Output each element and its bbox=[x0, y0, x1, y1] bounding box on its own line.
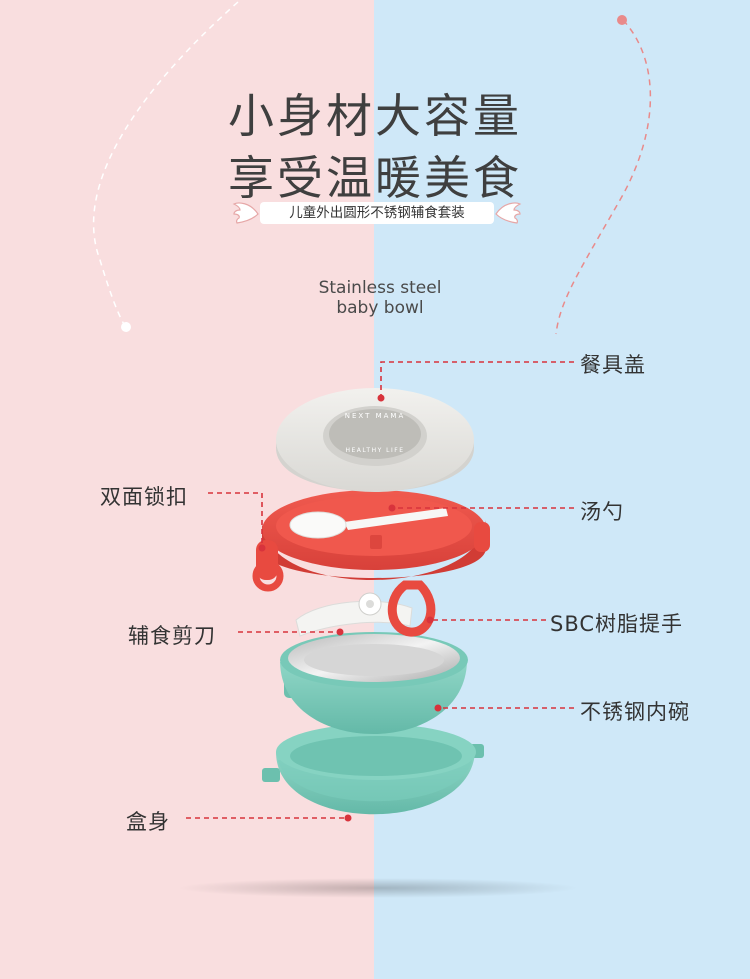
callout-spoon: 汤勺 bbox=[580, 500, 624, 524]
callout-scissors: 辅食剪刀 bbox=[128, 624, 216, 648]
background-blue bbox=[374, 0, 750, 979]
wing-left-icon bbox=[232, 202, 259, 224]
headline-line-2: 享受温暖美食 bbox=[228, 151, 522, 205]
lid-center-text: HEALTHY LIFE bbox=[345, 447, 404, 454]
spoon bbox=[289, 508, 448, 539]
callout-handle: SBC树脂提手 bbox=[550, 612, 684, 636]
product-name-line-1: Stainless steel bbox=[318, 278, 442, 298]
double-lock-ring bbox=[252, 490, 490, 637]
callout-lid: 餐具盖 bbox=[580, 353, 646, 377]
box-body bbox=[262, 724, 484, 815]
callout-box-body: 盒身 bbox=[126, 810, 170, 834]
product-name-line-2: baby bowl bbox=[336, 298, 424, 318]
subtitle-banner: 儿童外出圆形不锈钢辅食套装 bbox=[232, 198, 522, 228]
callout-dots bbox=[258, 394, 442, 822]
callout-double-lock: 双面锁扣 bbox=[100, 485, 188, 509]
callout-leaders bbox=[186, 361, 574, 819]
headline-line-1: 小身材大容量 bbox=[228, 89, 522, 143]
lid-ring-text: NEXT MAMA bbox=[345, 412, 406, 420]
food-scissors bbox=[295, 592, 413, 637]
tableware-lid: NEXT MAMA HEALTHY LIFE bbox=[276, 388, 474, 492]
subtitle-text: 儿童外出圆形不锈钢辅食套装 bbox=[260, 202, 494, 224]
floor-shadow bbox=[178, 878, 578, 898]
callout-inner-bowl: 不锈钢内碗 bbox=[580, 700, 690, 724]
wing-right-icon bbox=[495, 202, 522, 224]
background-pink bbox=[0, 0, 374, 979]
inner-bowl-assembly bbox=[280, 632, 468, 734]
